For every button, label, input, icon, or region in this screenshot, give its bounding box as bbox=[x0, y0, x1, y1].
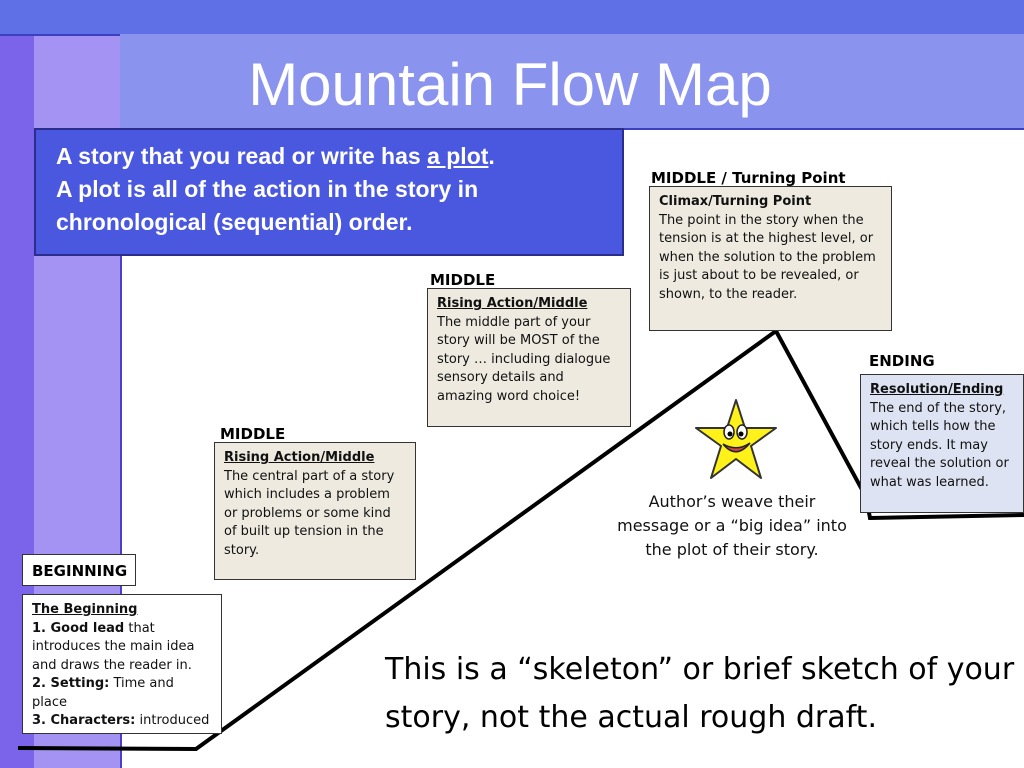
beginning-box: The Beginning 1. Good lead that introduc… bbox=[22, 594, 222, 734]
beginning-heading: The Beginning bbox=[32, 602, 138, 617]
intro-box: A story that you read or write has a plo… bbox=[34, 128, 624, 256]
ending-label: ENDING bbox=[869, 352, 935, 370]
ending-heading: Resolution/Ending bbox=[870, 382, 1004, 397]
intro-definition: A plot is all of the action in the story… bbox=[56, 176, 479, 235]
slide-title: Mountain Flow Map bbox=[248, 50, 772, 118]
middle1-heading: Rising Action/Middle bbox=[224, 450, 375, 465]
middle1-label: MIDDLE bbox=[220, 425, 286, 443]
beginning-item1-bold: 1. Good lead bbox=[32, 620, 125, 636]
beginning-label-text: BEGINNING bbox=[32, 562, 128, 580]
title-band bbox=[120, 34, 1024, 130]
smiling-star-icon bbox=[695, 399, 777, 479]
star-caption: Author’s weave their message or a “big i… bbox=[617, 492, 847, 559]
beginning-item1-text: that introduces the main idea and draws … bbox=[32, 620, 195, 673]
beginning-item2-bold: 2. Setting: bbox=[32, 676, 110, 691]
climax-text: The point in the story when the tension … bbox=[659, 212, 876, 302]
intro-text-pre: A story that you read or write has bbox=[56, 143, 428, 169]
intro-plot-term: a plot bbox=[427, 143, 489, 169]
ending-text: The end of the story, which tells how th… bbox=[870, 400, 1009, 490]
intro-text-post: . bbox=[488, 143, 495, 169]
beginning-item3-bold: 3. Characters: bbox=[32, 713, 136, 728]
climax-box: Climax/Turning Point The point in the st… bbox=[649, 186, 892, 331]
middle2-heading: Rising Action/Middle bbox=[437, 296, 588, 311]
ending-box: Resolution/Ending The end of the story, … bbox=[860, 374, 1024, 513]
climax-heading: Climax/Turning Point bbox=[659, 194, 812, 209]
beginning-item2-text: Time and place bbox=[32, 676, 174, 710]
middle1-box: Rising Action/Middle The central part of… bbox=[214, 442, 416, 580]
climax-label: MIDDLE / Turning Point bbox=[651, 169, 846, 187]
beginning-label-frame bbox=[22, 554, 136, 586]
beginning-item3-text: introduced bbox=[135, 713, 210, 728]
middle1-text: The central part of a story which includ… bbox=[224, 468, 395, 558]
middle2-box: Rising Action/Middle The middle part of … bbox=[427, 288, 631, 427]
middle2-text: The middle part of your story will be MO… bbox=[437, 314, 611, 404]
skeleton-note: This is a “skeleton” or brief sketch of … bbox=[385, 652, 1015, 735]
middle2-label: MIDDLE bbox=[430, 271, 496, 289]
